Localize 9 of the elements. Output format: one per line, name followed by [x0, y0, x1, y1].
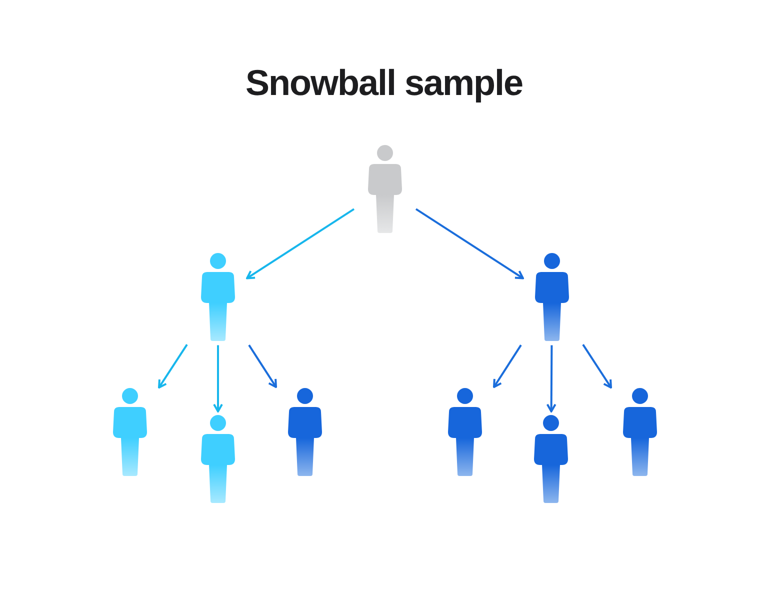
arrow	[158, 344, 188, 388]
arrow	[248, 344, 277, 388]
arrow	[246, 208, 355, 280]
arrow	[582, 344, 612, 388]
arrow	[546, 345, 556, 412]
arrow	[415, 208, 524, 280]
title: Snowball sample	[244, 62, 524, 104]
arrow	[493, 344, 522, 388]
arrow	[213, 345, 223, 412]
